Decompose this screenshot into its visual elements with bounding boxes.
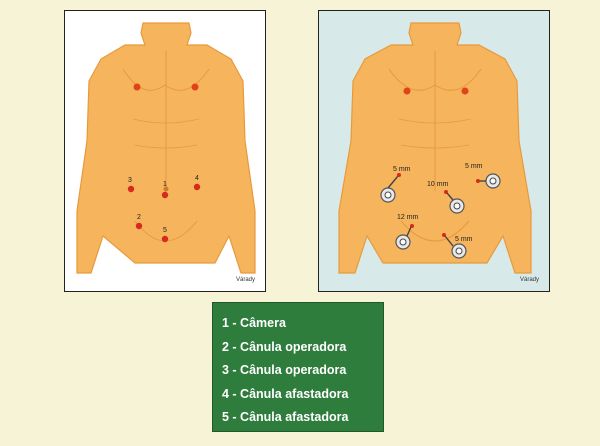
legend-item: 1 - Câmera [222,316,286,330]
trocar-5mm-bottom [442,233,467,259]
torso-figure-left: 1 2 3 4 5 [76,22,256,274]
port-dot-2 [135,222,143,230]
port-label-4: 4 [195,175,199,182]
trocar-size-label: 12 mm [397,214,419,221]
trocar-size-label: 5 mm [455,236,473,243]
artist-credit: Várady [235,277,255,283]
trocar-sizes-panel: 5 mm 5 mm 10 mm 12 mm 5 mm Várady [318,10,550,292]
nipple-right [461,87,469,95]
trocar-size-label: 5 mm [393,166,411,173]
navel [163,186,169,192]
legend-item: 3 - Cânula operadora [222,363,347,377]
legend-item: 5 - Cânula afastadora [222,410,349,424]
legend-item: 2 - Cânula operadora [222,339,347,354]
trocar-10mm [444,190,465,214]
artist-credit: Várady [519,277,539,283]
port-dot-4 [193,183,201,191]
port-dot-1 [161,191,169,199]
port-dot-3 [127,185,135,193]
trocar-size-label: 5 mm [465,163,483,170]
nipple-left [403,87,411,95]
legend-box: 1 - Câmera 2 - Cânula operadora 3 - Cânu… [212,302,384,432]
nipple-right [191,83,199,91]
trocar-5mm-right [476,173,501,189]
port-label-5: 5 [163,227,167,234]
legend-item: 4 - Cânula afastadora [222,386,349,401]
port-label-1: 1 [163,181,167,188]
torso-figure-right: 5 mm 5 mm 10 mm 12 mm 5 mm [338,22,532,274]
trocar-size-label: 10 mm [427,181,449,188]
port-label-2: 2 [137,214,141,221]
port-sites-panel: 1 2 3 4 5 Várady [64,10,266,292]
trocar-5mm-left [380,173,401,203]
trocar-12mm [395,224,414,250]
nipple-left [133,83,141,91]
port-label-3: 3 [128,177,132,184]
port-dot-5 [161,235,169,243]
